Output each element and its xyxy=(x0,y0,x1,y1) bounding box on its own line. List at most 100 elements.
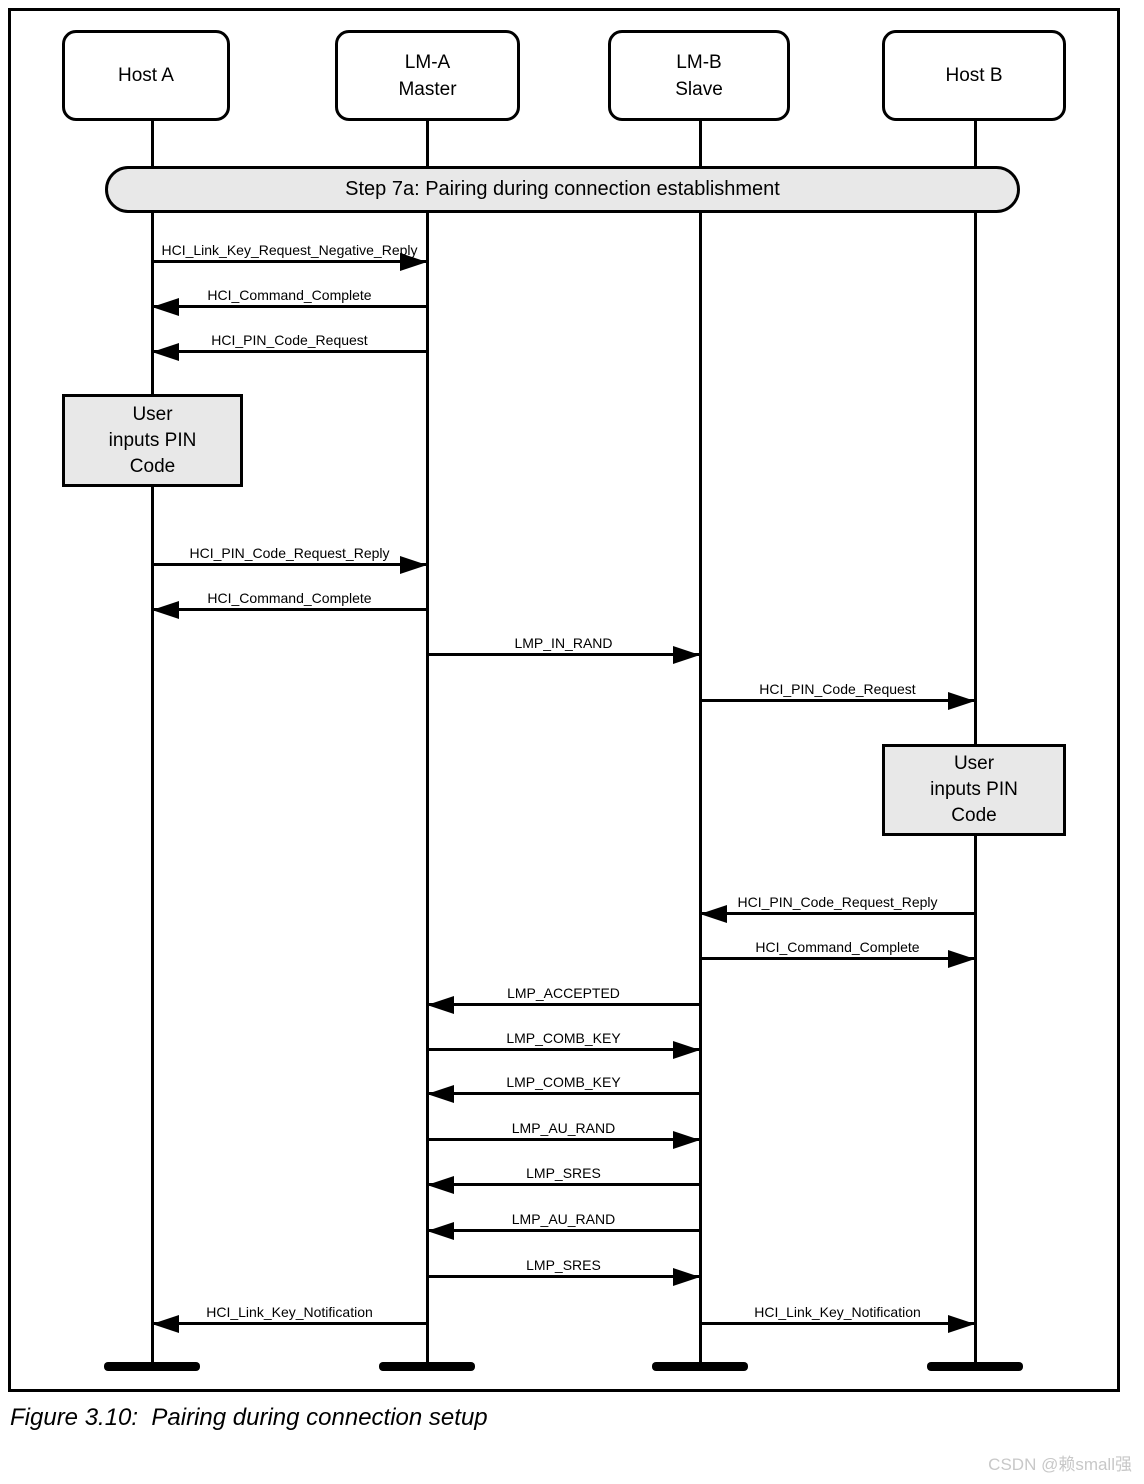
arrowhead-right-icon xyxy=(948,950,975,968)
message-label: LMP_AU_RAND xyxy=(511,1211,616,1227)
sequence-message: HCI_PIN_Code_Request_Reply xyxy=(152,545,427,574)
note-label-line: Code xyxy=(951,805,997,826)
arrowhead-right-icon xyxy=(673,646,700,664)
actor-box-lm-b: LM-B Slave xyxy=(608,30,790,121)
message-line xyxy=(700,912,975,915)
sequence-message: LMP_AU_RAND xyxy=(427,1120,700,1149)
diagram-border xyxy=(8,8,1120,1392)
lifeline-lm-a xyxy=(426,121,429,1367)
message-label: LMP_COMB_KEY xyxy=(506,1030,621,1046)
arrowhead-left-icon xyxy=(152,601,179,619)
message-line xyxy=(152,305,427,308)
actor-label-line: LM-B xyxy=(676,51,722,73)
sequence-message: HCI_PIN_Code_Request xyxy=(700,681,975,710)
actor-label-line: Slave xyxy=(675,78,723,100)
message-label: LMP_SRES xyxy=(526,1165,601,1181)
sequence-message: HCI_Command_Complete xyxy=(152,287,427,316)
arrowhead-right-icon xyxy=(673,1041,700,1059)
actor-label-line: Master xyxy=(398,78,457,100)
message-label: HCI_PIN_Code_Request xyxy=(759,681,916,697)
arrowhead-left-icon xyxy=(152,1315,179,1333)
sequence-message: HCI_PIN_Code_Request xyxy=(152,332,427,361)
message-line xyxy=(152,608,427,611)
arrowhead-left-icon xyxy=(427,1222,454,1240)
message-line xyxy=(427,1003,700,1006)
message-label: HCI_Command_Complete xyxy=(207,590,372,606)
message-label: LMP_SRES xyxy=(526,1257,601,1273)
message-label: HCI_Link_Key_Request_Negative_Reply xyxy=(161,242,418,258)
message-label: HCI_Link_Key_Notification xyxy=(754,1304,921,1320)
sequence-message: LMP_COMB_KEY xyxy=(427,1074,700,1103)
sequence-message: LMP_COMB_KEY xyxy=(427,1030,700,1059)
message-label: LMP_AU_RAND xyxy=(511,1120,616,1136)
note-label-line: Code xyxy=(129,455,176,477)
message-line xyxy=(427,1275,700,1278)
actor-label-line: LM-A xyxy=(404,51,451,73)
message-label: LMP_IN_RAND xyxy=(514,635,613,651)
message-line xyxy=(427,1138,700,1141)
arrowhead-right-icon xyxy=(400,556,427,574)
sequence-message: HCI_Link_Key_Notification xyxy=(152,1304,427,1333)
actor-box-host-b: Host B xyxy=(882,30,1066,121)
arrowhead-left-icon xyxy=(427,1085,454,1103)
arrowhead-left-icon xyxy=(427,1176,454,1194)
message-label: HCI_PIN_Code_Request_Reply xyxy=(189,545,390,561)
message-line xyxy=(427,1229,700,1232)
note-pin-b: User inputs PIN Code xyxy=(882,744,1066,836)
sequence-message: HCI_PIN_Code_Request_Reply xyxy=(700,894,975,923)
sequence-message: LMP_ACCEPTED xyxy=(427,985,700,1014)
message-label: HCI_Link_Key_Notification xyxy=(206,1304,373,1320)
message-line xyxy=(427,653,700,656)
note-label-line: inputs PIN xyxy=(108,429,197,451)
lifeline-terminator-lm-b xyxy=(652,1362,748,1371)
message-label: HCI_Command_Complete xyxy=(755,939,920,955)
message-line xyxy=(152,350,427,353)
message-label: HCI_PIN_Code_Request xyxy=(211,332,368,348)
step-banner: Step 7a: Pairing during connection estab… xyxy=(105,166,1020,213)
message-line xyxy=(700,957,975,960)
message-label: LMP_COMB_KEY xyxy=(506,1074,621,1090)
message-line xyxy=(427,1183,700,1186)
message-line xyxy=(700,1322,975,1325)
arrowhead-right-icon xyxy=(948,1315,975,1333)
note-label-line: inputs PIN xyxy=(930,779,1018,800)
actor-label-line: Host B xyxy=(945,65,1003,86)
arrowhead-left-icon xyxy=(152,343,179,361)
actor-box-lm-a: LM-A Master xyxy=(335,30,520,121)
lifeline-terminator-lm-a xyxy=(379,1362,475,1371)
arrowhead-right-icon xyxy=(673,1268,700,1286)
arrowhead-left-icon xyxy=(700,905,727,923)
sequence-message: HCI_Command_Complete xyxy=(152,590,427,619)
message-line xyxy=(152,260,427,263)
lifeline-host-a xyxy=(151,121,154,1367)
sequence-message: HCI_Command_Complete xyxy=(700,939,975,968)
message-label: HCI_Command_Complete xyxy=(207,287,372,303)
message-line xyxy=(427,1092,700,1095)
message-line xyxy=(152,1322,427,1325)
message-label: HCI_PIN_Code_Request_Reply xyxy=(737,894,938,910)
sequence-message: HCI_Link_Key_Request_Negative_Reply xyxy=(152,242,427,271)
arrowhead-right-icon xyxy=(948,692,975,710)
actor-label-line: Host A xyxy=(118,65,174,86)
lifeline-terminator-host-b xyxy=(927,1362,1023,1371)
message-label: LMP_ACCEPTED xyxy=(507,985,620,1001)
note-pin-a: User inputs PIN Code xyxy=(62,394,243,487)
arrowhead-left-icon xyxy=(427,996,454,1014)
note-label-line: User xyxy=(132,403,173,425)
sequence-message: LMP_IN_RAND xyxy=(427,635,700,664)
message-line xyxy=(700,699,975,702)
lifeline-lm-b xyxy=(699,121,702,1367)
sequence-message: LMP_SRES xyxy=(427,1165,700,1194)
figure-caption: Figure 3.10: Pairing during connection s… xyxy=(10,1404,488,1431)
sequence-message: LMP_AU_RAND xyxy=(427,1211,700,1240)
watermark-text: CSDN @赖small强 xyxy=(988,1455,1132,1474)
note-label-line: User xyxy=(953,753,995,774)
lifeline-terminator-host-a xyxy=(104,1362,200,1371)
sequence-message: HCI_Link_Key_Notification xyxy=(700,1304,975,1333)
arrowhead-right-icon xyxy=(673,1131,700,1149)
sequence-message: LMP_SRES xyxy=(427,1257,700,1286)
message-line xyxy=(427,1048,700,1051)
message-line xyxy=(152,563,427,566)
arrowhead-right-icon xyxy=(400,253,427,271)
actor-box-host-a: Host A xyxy=(62,30,230,121)
